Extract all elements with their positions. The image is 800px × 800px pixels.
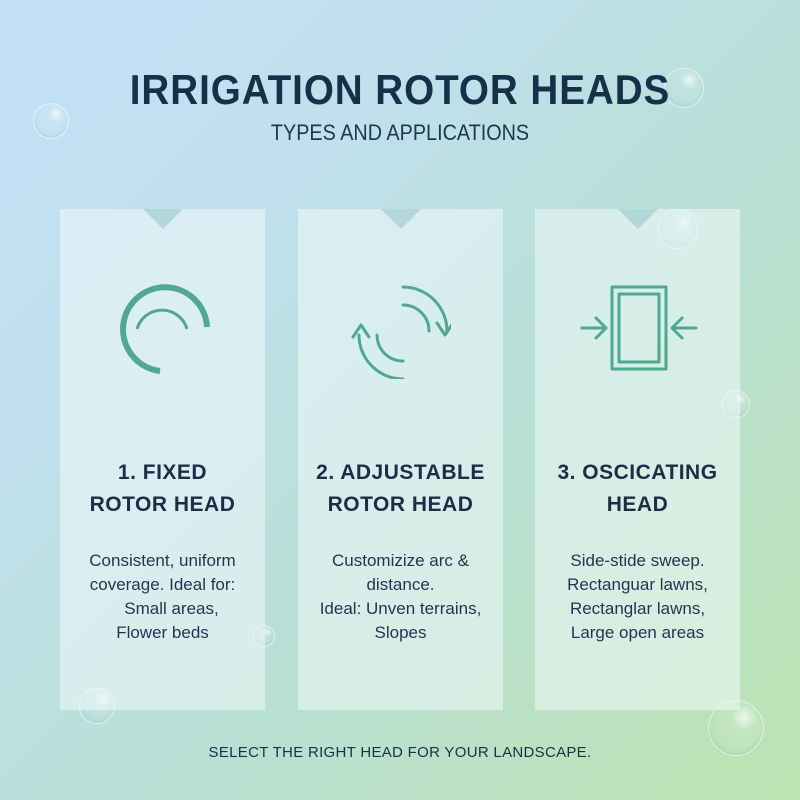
- card-description: Side-stide sweep. Rectanguar lawns, Rect…: [567, 551, 708, 642]
- rotate-arrows-icon: [351, 285, 451, 379]
- card-heading: 3. OSCICATING HEAD: [557, 461, 718, 516]
- water-bubble: [33, 103, 69, 139]
- card-heading: 1. FIXED ROTOR HEAD: [89, 461, 236, 516]
- card-fixed-rotor-head: 1. FIXED ROTOR HEAD Consistent, uniform …: [60, 209, 265, 710]
- water-bubble: [664, 68, 704, 108]
- card-adjustable-rotor-head: 2. ADJUSTABLE ROTOR HEAD Customizize arc…: [298, 209, 503, 710]
- card-description: Customizize arc & distance. Ideal: Unven…: [319, 551, 482, 642]
- oscillating-rectangle-icon: [580, 285, 697, 371]
- page-subtitle: TYPES AND APPLICATIONS: [270, 120, 530, 145]
- card-description: Consistent, uniform coverage. Ideal for:…: [89, 551, 236, 642]
- page-title: IRRIGATION ROTOR HEADS: [129, 66, 671, 113]
- card-notch: [617, 209, 658, 229]
- footer-tagline: SELECT THE RIGHT HEAD FOR YOUR LANDSCAPE…: [208, 744, 592, 761]
- partial-arc-icon: [119, 284, 210, 374]
- card-notch: [380, 209, 421, 229]
- card-oscillating-head: 3. OSCICATING HEAD Side-stide sweep. Rec…: [535, 209, 740, 710]
- card-heading: 2. ADJUSTABLE ROTOR HEAD: [316, 461, 485, 516]
- card-notch: [142, 209, 183, 229]
